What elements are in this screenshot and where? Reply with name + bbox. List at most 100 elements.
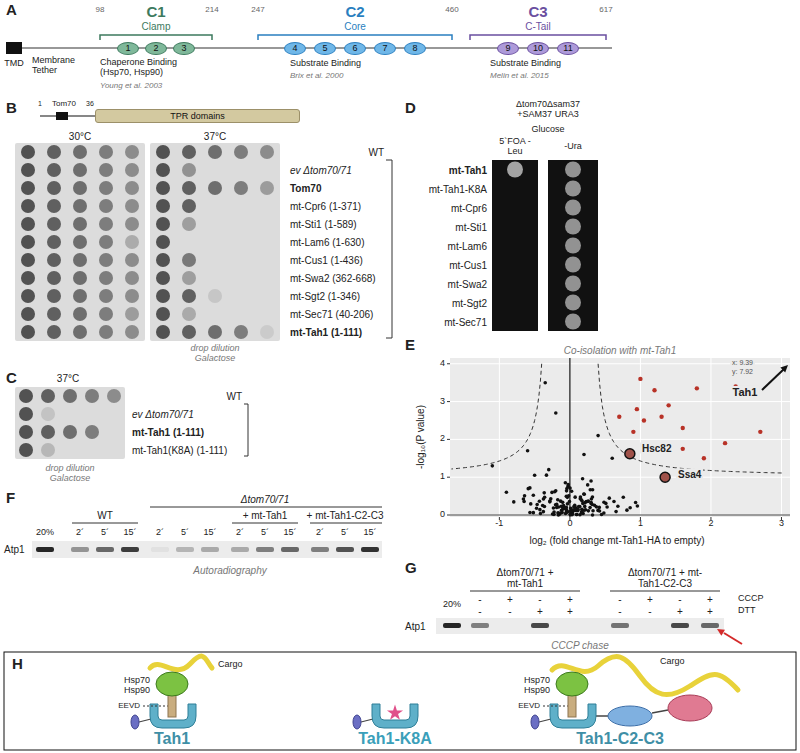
figure-label: mt-Tah1(K8A) (1-111) <box>132 445 227 456</box>
blot-band <box>701 623 719 628</box>
yeast-spot <box>182 217 196 231</box>
data-point <box>580 510 584 514</box>
yeast-spot <box>182 325 196 339</box>
figure-label: 30°C <box>69 131 91 142</box>
data-point <box>590 497 594 501</box>
yeast-spot <box>260 181 274 195</box>
blot-band <box>443 623 461 628</box>
yeast-spot <box>19 407 33 421</box>
chaperone-tail <box>568 695 576 717</box>
figure-label: Melin et al. 2015 <box>490 72 549 81</box>
blot-band <box>361 547 379 552</box>
data-point <box>565 489 569 493</box>
data-point <box>581 477 585 481</box>
significant-point <box>702 456 706 460</box>
panel-letter: B <box>6 100 17 117</box>
data-point <box>598 509 602 513</box>
data-point <box>553 490 557 494</box>
grid-line <box>450 401 790 402</box>
domain-bracket <box>470 35 606 40</box>
yeast-spot <box>47 235 61 249</box>
plot-background <box>450 358 790 517</box>
tpr-domain: 5 <box>314 42 336 55</box>
agar-plate <box>548 160 598 331</box>
data-point <box>586 499 590 503</box>
yeast-spot <box>21 145 35 159</box>
data-point <box>523 494 527 498</box>
data-point <box>588 488 592 492</box>
figure-label: 1 <box>38 100 42 108</box>
figure-label: DTT <box>738 606 756 616</box>
figure-label: Atp1 <box>4 544 25 555</box>
figure-label: mt-Sgt2 (1-346) <box>290 291 360 302</box>
chaperone-tail <box>168 695 176 717</box>
yeast-spot <box>565 257 581 273</box>
yeast-spot <box>156 163 170 177</box>
yeast-spot <box>47 199 61 213</box>
yeast-spot <box>21 307 35 321</box>
chaperone-blob <box>156 672 188 696</box>
yeast-spot <box>182 163 196 177</box>
figure-label: + <box>647 594 653 605</box>
figure-label: Ssa4 <box>676 469 703 480</box>
yeast-spot <box>99 163 113 177</box>
yeast-spot <box>21 217 35 231</box>
figure-label: C-Tail <box>525 21 551 32</box>
figure-label: 247 <box>251 6 264 15</box>
yeast-spot <box>99 181 113 195</box>
figure-label: Chaperone Binding (Hsp70, Hsp90) <box>100 58 182 78</box>
tpr-cup <box>372 704 418 728</box>
data-point <box>567 494 571 498</box>
data-point <box>605 505 609 509</box>
data-point <box>532 511 536 515</box>
yeast-spot <box>208 289 222 303</box>
figure-label: 15´ <box>363 528 376 538</box>
figure-label: x: 9.39 <box>730 359 755 367</box>
yeast-spot <box>73 235 87 249</box>
yeast-spot <box>47 325 61 339</box>
figure-label: Δtom70/71 + mt-Tah1 <box>490 567 560 589</box>
yeast-spot <box>565 238 581 254</box>
figure-label: mt-Sti1 <box>455 221 487 232</box>
grid-line <box>450 477 790 478</box>
blot-band <box>36 547 54 552</box>
yeast-spot <box>21 199 35 213</box>
strain-bracket <box>244 404 248 456</box>
eevd-leader <box>543 705 568 706</box>
blot-band <box>96 547 114 552</box>
figure-label: 2´ <box>156 528 164 538</box>
figure-label: mt-Tah1-K8A <box>429 183 487 194</box>
figure-label: drop dilution Galactose <box>180 344 250 364</box>
yeast-spot <box>99 145 113 159</box>
panel-letter: G <box>405 560 417 577</box>
data-point <box>586 483 590 487</box>
domain-text: 11 <box>563 44 572 53</box>
figure-label: 3 <box>440 397 445 407</box>
domain-link <box>652 710 668 713</box>
axis-tick <box>447 439 450 440</box>
yeast-spot <box>260 325 274 339</box>
figure-label: Tah1 <box>731 386 760 398</box>
yeast-spot <box>234 181 248 195</box>
domain-text: 8 <box>412 44 417 53</box>
data-point <box>582 492 586 496</box>
yeast-spot <box>21 163 35 177</box>
domain-text: 7 <box>382 44 387 53</box>
data-point <box>526 449 530 453</box>
data-point <box>588 506 592 510</box>
blot-band <box>151 547 169 552</box>
tpr-domain: 11 <box>557 42 579 55</box>
yeast-spot <box>565 276 581 292</box>
figure-label: Core <box>344 21 366 32</box>
significant-point <box>617 415 621 419</box>
data-point <box>628 506 632 510</box>
data-point <box>589 479 593 483</box>
significant-point <box>631 430 635 434</box>
yeast-spot <box>507 162 523 178</box>
panel-letter: Tah1-K8A <box>358 730 432 748</box>
data-point <box>548 500 552 504</box>
figure-label: 617 <box>599 6 612 15</box>
figure-label: 2 <box>440 434 445 444</box>
yeast-spot <box>73 145 87 159</box>
data-point <box>532 493 536 497</box>
